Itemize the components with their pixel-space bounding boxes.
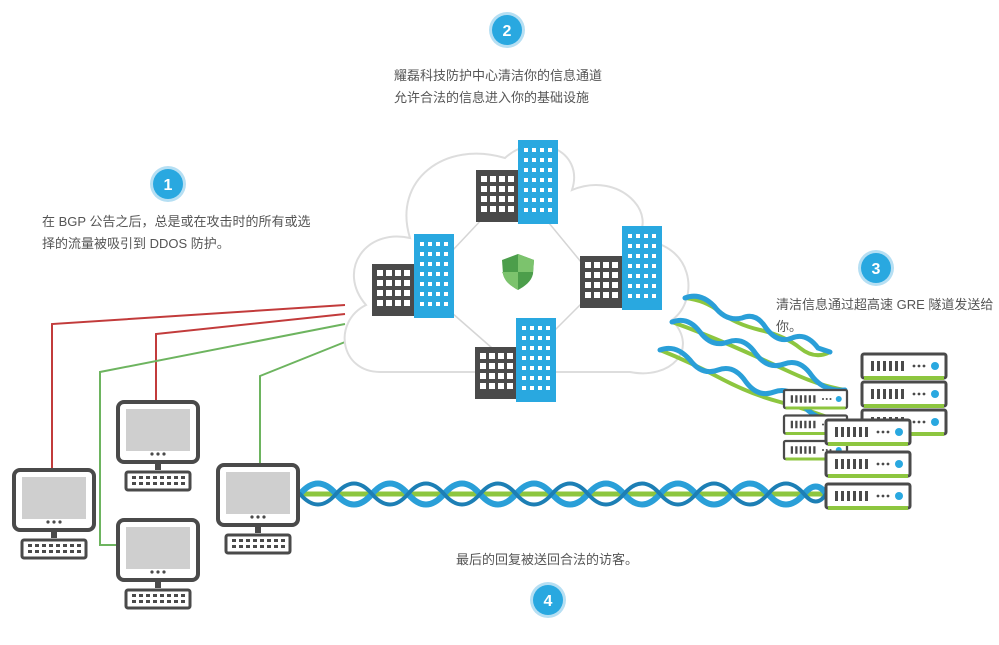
step-2-description: 耀磊科技防护中心清洁你的信息通道 允许合法的信息进入你的基础设施: [394, 68, 603, 105]
step-badge-3: 3: [858, 250, 894, 286]
gre-tunnel-1: [682, 293, 833, 358]
step-badge-4: 4: [530, 582, 566, 618]
computer-1: [12, 468, 96, 560]
return-tunnel: [297, 480, 829, 508]
attack-line-2: [155, 313, 346, 400]
step-number-1: 1: [164, 177, 173, 194]
gre-tunnel-3: [657, 345, 843, 425]
step-badge-1: 1: [150, 166, 186, 202]
server-rack-front: [824, 418, 912, 512]
step-3-description: 清洁信息通过超高速 GRE 隧道发送给你。: [776, 297, 994, 334]
attack-line-1: [51, 304, 346, 476]
step-number-2: 2: [503, 23, 512, 40]
gre-tunnels: [297, 293, 848, 508]
computer-4: [216, 463, 300, 555]
clean-line-2: [259, 339, 351, 467]
step-number-3: 3: [872, 261, 881, 278]
computer-2: [116, 400, 200, 492]
step-1-description: 在 BGP 公告之后，总是或在攻击时的所有或选择的流量被吸引到 DDOS 防护。: [42, 214, 311, 251]
shield-icon: [502, 254, 534, 290]
clean-line-1: [99, 323, 346, 546]
computer-3: [116, 518, 200, 610]
traffic-lines: [51, 304, 351, 546]
gre-tunnel-2: [669, 317, 848, 393]
step-4-description: 最后的回复被送回合法的访客。: [456, 552, 639, 567]
step-badge-2: 2: [489, 12, 525, 48]
step-number-4: 4: [544, 593, 553, 610]
